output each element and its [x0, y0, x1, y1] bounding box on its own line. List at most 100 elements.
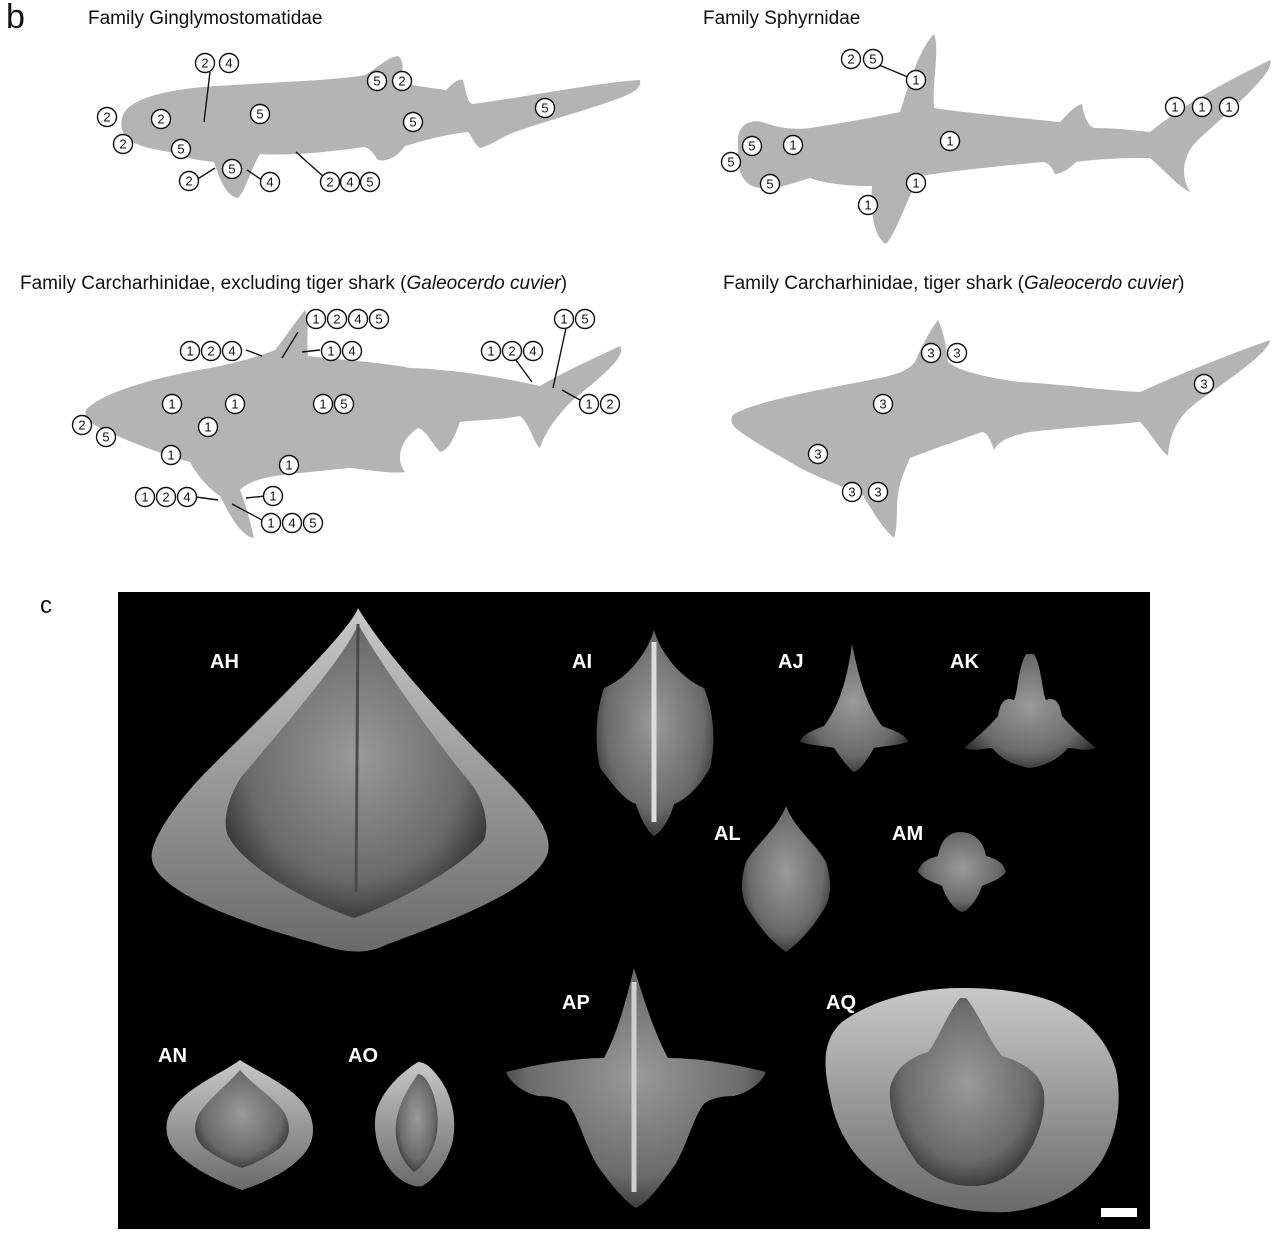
specimen-ak [964, 654, 1096, 768]
specimen-label-aq: AQ [826, 992, 856, 1014]
svg-text:5: 5 [373, 74, 380, 89]
specimen-label-am: AM [892, 823, 923, 845]
location-marker: 5 [864, 50, 883, 69]
location-marker: 2 [73, 416, 92, 435]
location-marker: 1 [555, 310, 574, 329]
svg-text:2: 2 [207, 344, 214, 359]
svg-text:5: 5 [541, 101, 548, 116]
svg-text:5: 5 [727, 155, 734, 170]
location-marker: 2 [98, 108, 117, 127]
location-marker: 5 [335, 395, 354, 414]
svg-text:3: 3 [879, 397, 886, 412]
specimen-ao [375, 1062, 454, 1187]
scale-bar [1101, 1208, 1137, 1217]
location-marker: 1 [907, 174, 926, 193]
denticle-specimens: AHAIAJAKALAMANAOAPAQ [118, 592, 1150, 1229]
svg-text:3: 3 [848, 485, 855, 500]
location-marker: 1 [941, 132, 960, 151]
location-marker: 2 [114, 135, 133, 154]
specimen-label-al: AL [714, 823, 741, 845]
svg-text:2: 2 [333, 312, 340, 327]
panel-c-letter: c [40, 592, 52, 620]
svg-text:1: 1 [789, 138, 796, 153]
location-marker: 5 [97, 428, 116, 447]
svg-text:4: 4 [348, 344, 355, 359]
location-marker: 2 [180, 172, 199, 191]
location-marker: 2 [393, 72, 412, 91]
svg-text:5: 5 [366, 175, 373, 190]
location-marker: 5 [251, 105, 270, 124]
svg-text:3: 3 [927, 346, 934, 361]
svg-text:3: 3 [1200, 377, 1207, 392]
location-marker: 1 [262, 514, 281, 533]
svg-text:2: 2 [847, 52, 854, 67]
location-marker: 4 [283, 514, 302, 533]
shark-diagrams: 2452225552552424525111111555111245124141… [0, 0, 1279, 560]
svg-text:1: 1 [946, 134, 953, 149]
svg-text:5: 5 [748, 139, 755, 154]
svg-text:1: 1 [560, 312, 567, 327]
location-marker: 3 [948, 344, 967, 363]
specimen-label-ai: AI [572, 651, 592, 673]
svg-text:4: 4 [266, 175, 273, 190]
svg-text:5: 5 [766, 177, 773, 192]
location-marker: 5 [743, 137, 762, 156]
svg-text:1: 1 [585, 397, 592, 412]
svg-text:1: 1 [912, 176, 919, 191]
specimen-al [742, 806, 830, 952]
svg-text:4: 4 [354, 312, 361, 327]
location-marker: 3 [1195, 375, 1214, 394]
location-marker: 5 [370, 310, 389, 329]
location-marker: 4 [349, 310, 368, 329]
location-marker: 1 [199, 418, 218, 437]
svg-text:3: 3 [874, 485, 881, 500]
location-marker: 3 [922, 344, 941, 363]
svg-text:4: 4 [288, 516, 295, 531]
location-marker: 3 [843, 483, 862, 502]
location-marker: 1 [136, 488, 155, 507]
svg-text:1: 1 [167, 448, 174, 463]
svg-text:3: 3 [814, 447, 821, 462]
svg-text:1: 1 [312, 312, 319, 327]
location-marker: 1 [307, 310, 326, 329]
svg-text:1: 1 [1198, 100, 1205, 115]
svg-text:1: 1 [186, 344, 193, 359]
location-marker: 4 [524, 342, 543, 361]
location-marker: 2 [842, 50, 861, 69]
specimen-label-aj: AJ [778, 651, 804, 673]
svg-text:1: 1 [912, 73, 919, 88]
location-marker: 1 [280, 456, 299, 475]
location-marker: 4 [261, 173, 280, 192]
silhouette-tiger-shark [731, 320, 1270, 538]
location-marker: 2 [202, 342, 221, 361]
location-marker: 4 [343, 342, 362, 361]
location-marker: 2 [503, 342, 522, 361]
location-marker: 4 [220, 54, 239, 73]
location-marker: 3 [874, 395, 893, 414]
svg-text:1: 1 [327, 344, 334, 359]
location-marker: 5 [576, 310, 595, 329]
location-marker: 1 [907, 71, 926, 90]
svg-text:1: 1 [168, 397, 175, 412]
svg-text:5: 5 [309, 516, 316, 531]
location-marker: 1 [1166, 98, 1185, 117]
specimen-label-ao: AO [348, 1045, 378, 1067]
svg-text:5: 5 [869, 52, 876, 67]
location-marker: 5 [304, 514, 323, 533]
location-marker: 1 [264, 487, 283, 506]
location-marker: 1 [784, 136, 803, 155]
location-marker: 5 [536, 99, 555, 118]
location-marker: 4 [223, 342, 242, 361]
location-marker: 1 [322, 342, 341, 361]
svg-text:1: 1 [319, 397, 326, 412]
svg-text:2: 2 [78, 418, 85, 433]
svg-text:5: 5 [228, 162, 235, 177]
location-marker: 3 [809, 445, 828, 464]
location-marker: 5 [404, 113, 423, 132]
location-marker: 2 [196, 54, 215, 73]
specimen-aj [800, 644, 908, 772]
location-marker: 1 [1193, 98, 1212, 117]
location-marker: 2 [601, 395, 620, 414]
svg-text:2: 2 [162, 490, 169, 505]
svg-text:4: 4 [183, 490, 190, 505]
